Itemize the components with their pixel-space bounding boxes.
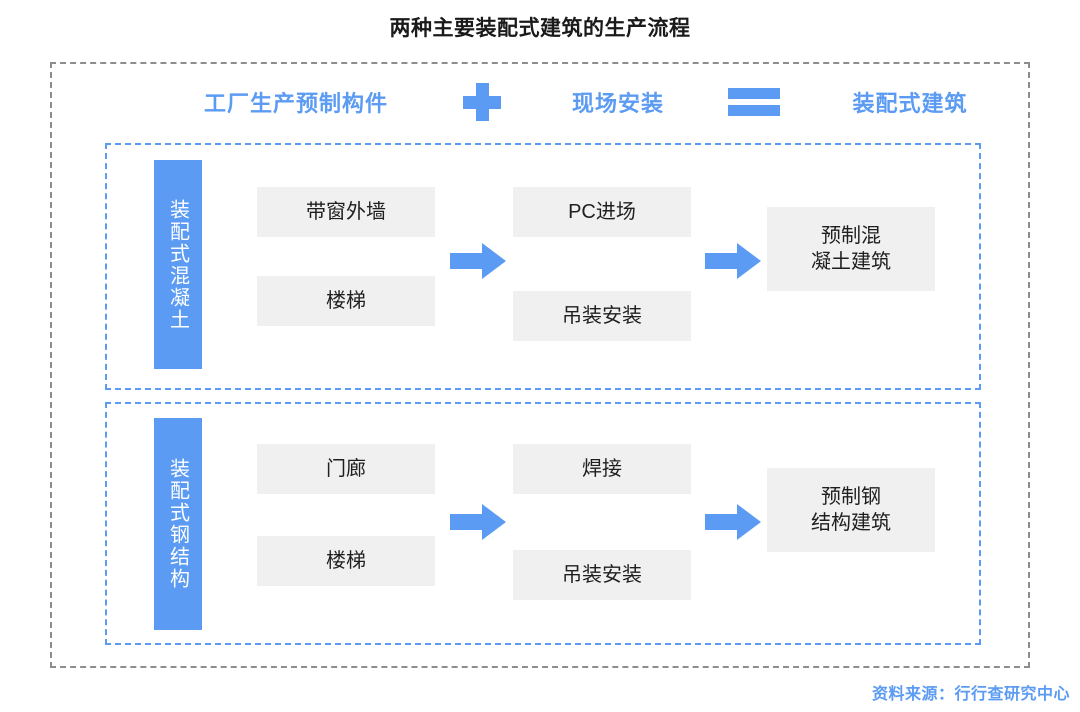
result-box-steel: 预制钢 结构建筑 — [767, 468, 935, 552]
category-label-steel: 装配式钢结构 — [154, 418, 202, 630]
equation-result-label: 装配式建筑 — [852, 91, 968, 116]
right-arrow-icon — [450, 241, 506, 281]
plus-icon — [463, 83, 501, 121]
process-box-onsite-1: 焊接 — [513, 444, 691, 494]
result-box-concrete: 预制混 凝土建筑 — [767, 207, 935, 291]
page-title: 两种主要装配式建筑的生产流程 — [389, 17, 691, 40]
equation-header: 工厂生产预制构件 现场安装 装配式建筑 — [50, 82, 1030, 122]
result-line-2: 凝土建筑 — [811, 251, 891, 273]
process-box-factory-2: 楼梯 — [257, 536, 435, 586]
process-box-factory-1: 门廊 — [257, 444, 435, 494]
equation-equals-slot — [718, 87, 790, 117]
result-line-2: 结构建筑 — [811, 512, 891, 534]
process-box-factory-1: 带窗外墙 — [257, 187, 435, 237]
process-box-factory-2: 楼梯 — [257, 276, 435, 326]
process-box-onsite-2: 吊装安装 — [513, 550, 691, 600]
group-precast-concrete: 装配式混凝土 带窗外墙 楼梯 PC进场 吊装安装 预制混 凝土建筑 — [105, 143, 981, 390]
right-arrow-icon — [705, 502, 761, 542]
source-note: 资料来源：行行查研究中心 — [871, 686, 1070, 703]
equals-bar-top — [728, 88, 780, 99]
result-line-1: 预制钢 — [821, 485, 881, 508]
group-prefab-steel: 装配式钢结构 门廊 楼梯 焊接 吊装安装 预制钢 结构建筑 — [105, 402, 981, 645]
equals-icon — [728, 87, 780, 117]
equation-plus-slot — [446, 83, 518, 121]
process-box-onsite-2: 吊装安装 — [513, 291, 691, 341]
equals-bar-bottom — [728, 105, 780, 116]
category-label-concrete: 装配式混凝土 — [154, 160, 202, 369]
right-arrow-icon — [705, 241, 761, 281]
equation-factory-label: 工厂生产预制构件 — [203, 91, 388, 116]
equation-onsite-label: 现场安装 — [571, 91, 664, 116]
right-arrow-icon — [450, 502, 506, 542]
result-line-1: 预制混 — [821, 224, 881, 247]
outer-dashed-frame — [50, 62, 1030, 668]
process-box-onsite-1: PC进场 — [513, 187, 691, 237]
